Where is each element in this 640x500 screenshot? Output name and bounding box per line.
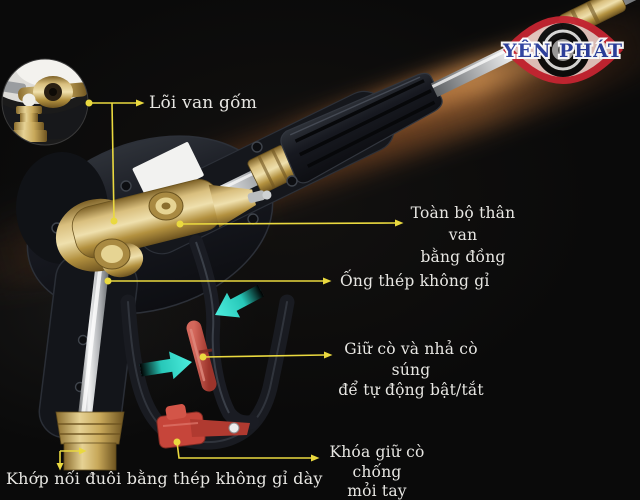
callout-line-tail-coupling (56, 447, 87, 471)
label-trigger-lock: Khóa giữ cò chống mỏi tay (316, 443, 438, 500)
valve-core-part (11, 106, 47, 142)
eye-logo-icon: YÊN PHÁT (500, 16, 624, 84)
label-steel-tube: Ống thép không gỉ (340, 272, 490, 290)
callout-line-valve-core (85, 99, 145, 225)
label-valve-body-line1: Toàn bộ thân van (410, 204, 516, 244)
brand-name: YÊN PHÁT (502, 39, 623, 62)
label-tail-coupling: Khớp nối đuôi bằng thép không gỉ dày (6, 469, 323, 488)
label-trigger-lock-line2: mỏi tay (347, 482, 407, 500)
ceramic-ball (22, 93, 36, 107)
valve-core-inset (1, 58, 89, 146)
label-trigger-hold: Giữ cò và nhả cò súng để tự động bật/tắt (336, 339, 486, 401)
label-trigger-hold-line1: Giữ cò và nhả cò súng (344, 340, 478, 379)
callout-line-trigger-hold (199, 351, 333, 361)
label-valve-core: Lõi van gốm (149, 93, 258, 113)
callout-lines (56, 99, 404, 471)
blank-label-sticker (132, 142, 204, 203)
trigger-lock (156, 404, 250, 449)
label-valve-body-line2: bằng đồng (420, 248, 506, 266)
callout-line-trigger-lock (173, 438, 320, 462)
label-trigger-lock-line1: Khóa giữ cò chống (329, 443, 425, 481)
teal-arrow-icon-lower (139, 351, 192, 380)
teal-arrow-icon-upper (215, 284, 264, 318)
label-valve-body: Toàn bộ thân van bằng đồng (398, 202, 528, 268)
handle-tube-assembly (55, 253, 125, 471)
tail-coupling (55, 411, 125, 471)
brass-valve-body (55, 179, 272, 278)
callout-line-valve-body (176, 219, 404, 228)
brass-nut (247, 145, 298, 194)
callout-line-steel-tube (104, 277, 332, 285)
barrel-cover (280, 72, 443, 184)
label-trigger-hold-line2: để tự động bật/tắt (338, 381, 484, 399)
